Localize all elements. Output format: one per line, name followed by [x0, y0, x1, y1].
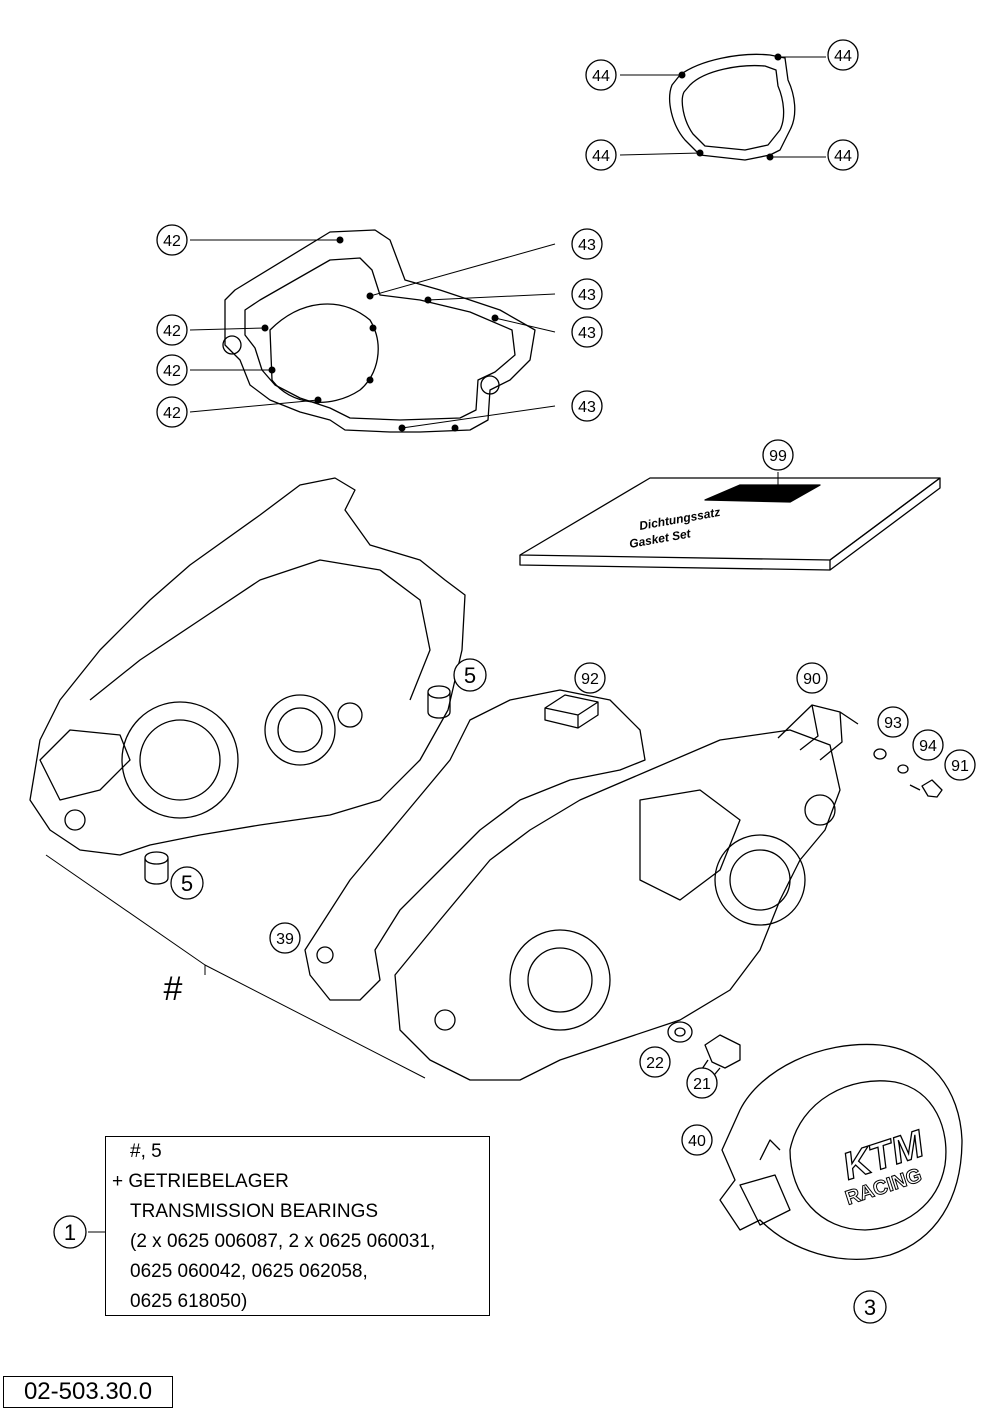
part-22-washer [667, 1021, 693, 1043]
bushing-upper [427, 685, 451, 719]
crankcase-gasket [224, 229, 536, 433]
callout-label-43: 43 [578, 287, 596, 304]
callout-circle-42 [156, 396, 188, 428]
callout-circle-43 [571, 278, 603, 310]
callout-circle-43 [571, 316, 603, 348]
right-crankcase-half [394, 729, 841, 1081]
callout-circle-43 [571, 228, 603, 260]
callout-label-44: 44 [592, 148, 610, 165]
callout-circle-1 [53, 1215, 87, 1249]
callout-label-3: 3 [864, 1295, 876, 1320]
callout-circle-90 [796, 662, 828, 694]
note-line-6: 0625 618050) [130, 1291, 248, 1312]
callout-circle-5 [170, 866, 204, 900]
callout-label-39: 39 [276, 931, 294, 948]
callout-label-90: 90 [803, 671, 821, 688]
callout-label-43: 43 [578, 237, 596, 254]
assembly-hash-mark: # [163, 970, 183, 1008]
callout-circle-94 [912, 729, 944, 761]
callout-label-91: 91 [951, 758, 969, 775]
callout-label-43: 43 [578, 399, 596, 416]
callout-label-44: 44 [834, 148, 852, 165]
part-90-clip [777, 704, 859, 761]
callout-label-44: 44 [592, 68, 610, 85]
note-line-3: TRANSMISSION BEARINGS [130, 1201, 379, 1222]
ignition-cover [719, 1043, 963, 1260]
gasket-kit-label-2: Gasket Set [628, 526, 693, 551]
callout-label-99: 99 [769, 448, 787, 465]
callout-circle-42 [156, 314, 188, 346]
note-line-1: #, 5 [130, 1141, 162, 1162]
part-94-ring [897, 764, 909, 774]
callout-label-93: 93 [884, 715, 902, 732]
callout-circle-43 [571, 390, 603, 422]
callout-circle-99 [762, 439, 794, 471]
callout-label-42: 42 [163, 363, 181, 380]
callout-label-5: 5 [464, 663, 476, 688]
crankcase-half-gasket [304, 689, 646, 1001]
callout-circle-92 [574, 662, 606, 694]
callout-label-43: 43 [578, 325, 596, 342]
part-93-washer [873, 748, 887, 760]
ignition-cover-gasket [669, 53, 796, 161]
callout-circle-44 [827, 39, 859, 71]
callout-label-44: 44 [834, 48, 852, 65]
callout-label-42: 42 [163, 405, 181, 422]
callout-circle-22 [639, 1046, 671, 1078]
callout-label-92: 92 [581, 671, 599, 688]
callout-label-21: 21 [693, 1076, 711, 1093]
note-line-4: (2 x 0625 006087, 2 x 0625 060031, [130, 1231, 436, 1252]
callout-label-40: 40 [688, 1133, 706, 1150]
bushing-lower [144, 851, 169, 885]
callout-circle-93 [877, 706, 909, 738]
note-line-2: + GETRIEBELAGER [112, 1171, 289, 1192]
diagram-reference-code: 02-503.30.0 [3, 1376, 173, 1408]
callout-circle-3 [853, 1290, 887, 1324]
callout-circle-5 [453, 658, 487, 692]
callout-circle-91 [944, 749, 976, 781]
callout-circle-44 [585, 139, 617, 171]
callout-circle-44 [827, 139, 859, 171]
callout-circle-42 [156, 224, 188, 256]
callout-label-42: 42 [163, 323, 181, 340]
part-92-pad [544, 694, 599, 729]
callout-circle-44 [585, 59, 617, 91]
parts-note-box [105, 1136, 490, 1316]
note-line-5: 0625 060042, 0625 062058, [130, 1261, 368, 1282]
left-crankcase-half [29, 477, 466, 856]
part-91-screw [909, 779, 943, 798]
callout-label-42: 42 [163, 233, 181, 250]
callout-circle-39 [269, 922, 301, 954]
callout-circle-40 [681, 1124, 713, 1156]
callout-label-1: 1 [64, 1220, 76, 1245]
callout-circle-21 [686, 1067, 718, 1099]
callout-label-5: 5 [181, 871, 193, 896]
callout-label-22: 22 [646, 1055, 664, 1072]
callout-label-94: 94 [919, 738, 937, 755]
callout-circle-42 [156, 354, 188, 386]
